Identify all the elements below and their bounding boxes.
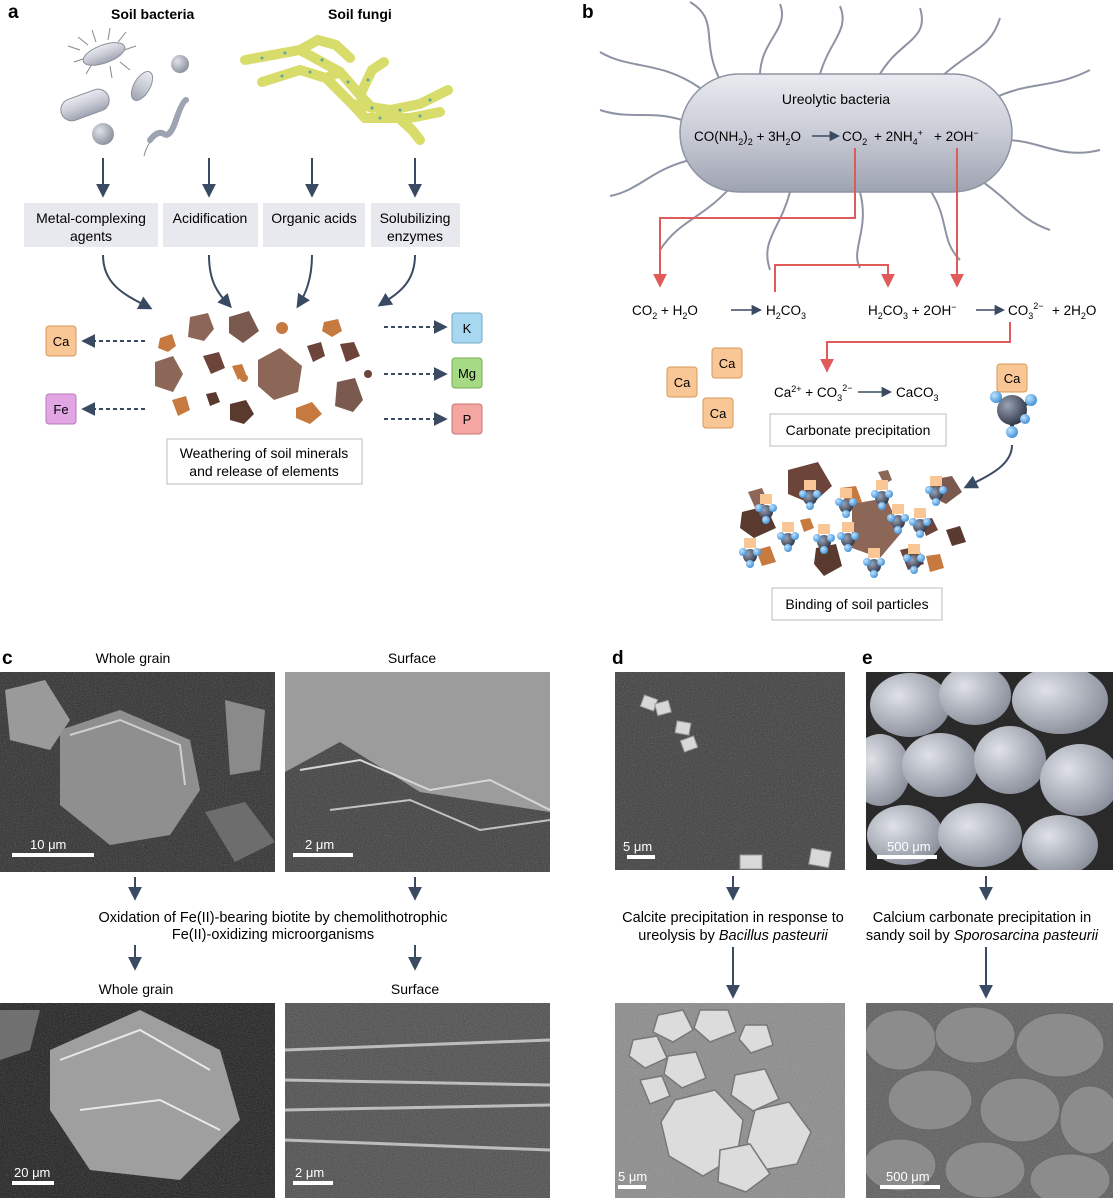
panel-a: a Soil bacteria Soil fungi bbox=[8, 2, 483, 485]
carbonic-acid: H2CO3 bbox=[766, 303, 806, 321]
e-caption-1: Calcium carbonate precipitation in bbox=[873, 910, 1091, 926]
fungi-dots bbox=[260, 51, 432, 120]
panel-a-down-arrows bbox=[96, 158, 422, 198]
c-bottom-right-title: Surface bbox=[391, 981, 439, 997]
ca-complex-label: Ca bbox=[1004, 371, 1021, 386]
reaction-ureolysis: CO(NH2)2 + 3H2O CO2 + 2NH4+ + 2OH− bbox=[694, 128, 979, 147]
mechanism-organic-acids: Organic acids bbox=[271, 210, 357, 226]
water-product: + 2H2O bbox=[1052, 303, 1096, 321]
mechanism-solubilizing-2: enzymes bbox=[387, 228, 443, 244]
co2-product: CO2 bbox=[842, 129, 867, 147]
scale-c2: 2 μm bbox=[305, 837, 334, 852]
soil-minerals bbox=[155, 311, 372, 424]
ca-ion-2: Ca bbox=[674, 375, 691, 390]
panel-c-arrows bbox=[128, 877, 422, 971]
panel-b-letter: b bbox=[582, 2, 594, 23]
mechanism-solubilizing: Solubilizing bbox=[380, 210, 451, 226]
panel-d-letter: d bbox=[612, 648, 624, 669]
ureolytic-bacteria-label: Ureolytic bacteria bbox=[782, 91, 890, 107]
c-caption-1: Oxidation of Fe(II)-bearing biotite by c… bbox=[99, 910, 448, 926]
fungi-illustration bbox=[240, 34, 453, 145]
carbonate-caption-box bbox=[769, 413, 947, 447]
carbonate-caption: Carbonate precipitation bbox=[786, 422, 931, 438]
mechanism-metal-complexing-2: agents bbox=[70, 228, 112, 244]
soil-fungi-title: Soil fungi bbox=[328, 6, 392, 22]
ca-ion-1: Ca bbox=[719, 356, 736, 371]
panel-c: c Whole grain Surface 10 μm 2 μm bbox=[0, 648, 550, 1198]
binding-arrow bbox=[963, 444, 1013, 489]
scale-c4: 2 μm bbox=[295, 1165, 324, 1180]
d-caption-1: Calcite precipitation in response to bbox=[622, 910, 844, 926]
weathering-caption-box bbox=[166, 438, 363, 485]
reaction-co2-water: CO2 + H2O bbox=[632, 303, 698, 321]
oh-product: + 2OH− bbox=[934, 128, 979, 144]
panel-d: d 5 μm Calcite precipitation in response… bbox=[612, 648, 845, 1198]
mechanism-metal-complexing: Metal-complexing bbox=[36, 210, 146, 226]
sem-c-whole-grain-after: 20 μm bbox=[0, 1003, 275, 1198]
scale-c1: 10 μm bbox=[30, 837, 66, 852]
binding-caption-box bbox=[771, 587, 943, 621]
sem-c-whole-grain-before: 10 μm bbox=[0, 672, 275, 872]
c-caption-2: Fe(II)-oxidizing microorganisms bbox=[172, 927, 374, 943]
urea-formula: CO(NH2)2 + 3H2O bbox=[694, 129, 801, 147]
chip-ca: Ca bbox=[53, 334, 70, 349]
scale-d2: 5 μm bbox=[618, 1169, 647, 1184]
element-chips: Ca Fe K Mg P bbox=[45, 312, 483, 435]
reaction-precipitation: Ca2+ + CO32− bbox=[774, 383, 852, 403]
sem-c-surface-after: 2 μm bbox=[285, 1003, 550, 1198]
calcium-ions: Ca Ca Ca bbox=[666, 347, 743, 429]
panel-a-dashed-arrows bbox=[81, 320, 448, 426]
panel-e: e 500 μm Calcium carbonate precipitation… bbox=[862, 648, 1113, 1198]
carbonate-ion: CO32− bbox=[1008, 301, 1044, 321]
nh4-product: + 2NH4+ bbox=[874, 128, 923, 147]
panel-c-letter: c bbox=[2, 648, 13, 669]
c-top-left-title: Whole grain bbox=[96, 650, 171, 666]
ureolytic-bacterium bbox=[679, 73, 1013, 193]
e-caption-2: sandy soil by Sporosarcina pasteurii bbox=[866, 928, 1099, 944]
mechanism-boxes: Metal-complexing agents Acidification Or… bbox=[24, 203, 460, 247]
soil-bacteria-title: Soil bacteria bbox=[111, 6, 194, 22]
panel-a-letter: a bbox=[8, 2, 19, 23]
panel-e-letter: e bbox=[862, 648, 873, 669]
scale-d1: 5 μm bbox=[623, 839, 652, 854]
sem-e-bottom: 500 μm bbox=[866, 1003, 1113, 1198]
reaction-carbonate: H2CO3 + 2OH− bbox=[868, 302, 956, 321]
calcium-carbonate: CaCO3 bbox=[896, 385, 939, 403]
c-bottom-left-title: Whole grain bbox=[99, 981, 174, 997]
panel-a-curved-arrows bbox=[102, 254, 416, 310]
ca-complex-icon: Ca bbox=[990, 363, 1037, 438]
scale-e2: 500 μm bbox=[886, 1169, 930, 1184]
sem-d-bottom: 5 μm bbox=[615, 1003, 845, 1198]
chip-mg: Mg bbox=[458, 366, 476, 381]
red-flow-arrows bbox=[653, 148, 1011, 373]
bacteria-illustration bbox=[60, 27, 189, 157]
c-top-right-title: Surface bbox=[388, 650, 436, 666]
sem-e-top: 500 μm bbox=[866, 672, 1113, 870]
chip-p: P bbox=[463, 412, 472, 427]
d-caption-2: ureolysis by Bacillus pasteurii bbox=[638, 928, 828, 944]
chip-k: K bbox=[463, 321, 472, 336]
ca-ion-3: Ca bbox=[710, 406, 727, 421]
weathering-caption-2: and release of elements bbox=[189, 463, 338, 479]
binding-complexes bbox=[739, 476, 947, 578]
chip-fe: Fe bbox=[53, 402, 68, 417]
scale-e1: 500 μm bbox=[887, 839, 931, 854]
flagella bbox=[599, 1, 1101, 271]
sem-d-top: 5 μm bbox=[615, 672, 845, 870]
mechanism-acidification: Acidification bbox=[173, 210, 248, 226]
panel-b: b Ureolytic bacteria CO(NH2)2 + 3H2O bbox=[582, 1, 1101, 621]
scale-c3: 20 μm bbox=[14, 1165, 50, 1180]
binding-caption: Binding of soil particles bbox=[785, 596, 928, 612]
sem-c-surface-before: 2 μm bbox=[285, 672, 550, 872]
weathering-caption-1: Weathering of soil minerals bbox=[180, 445, 349, 461]
